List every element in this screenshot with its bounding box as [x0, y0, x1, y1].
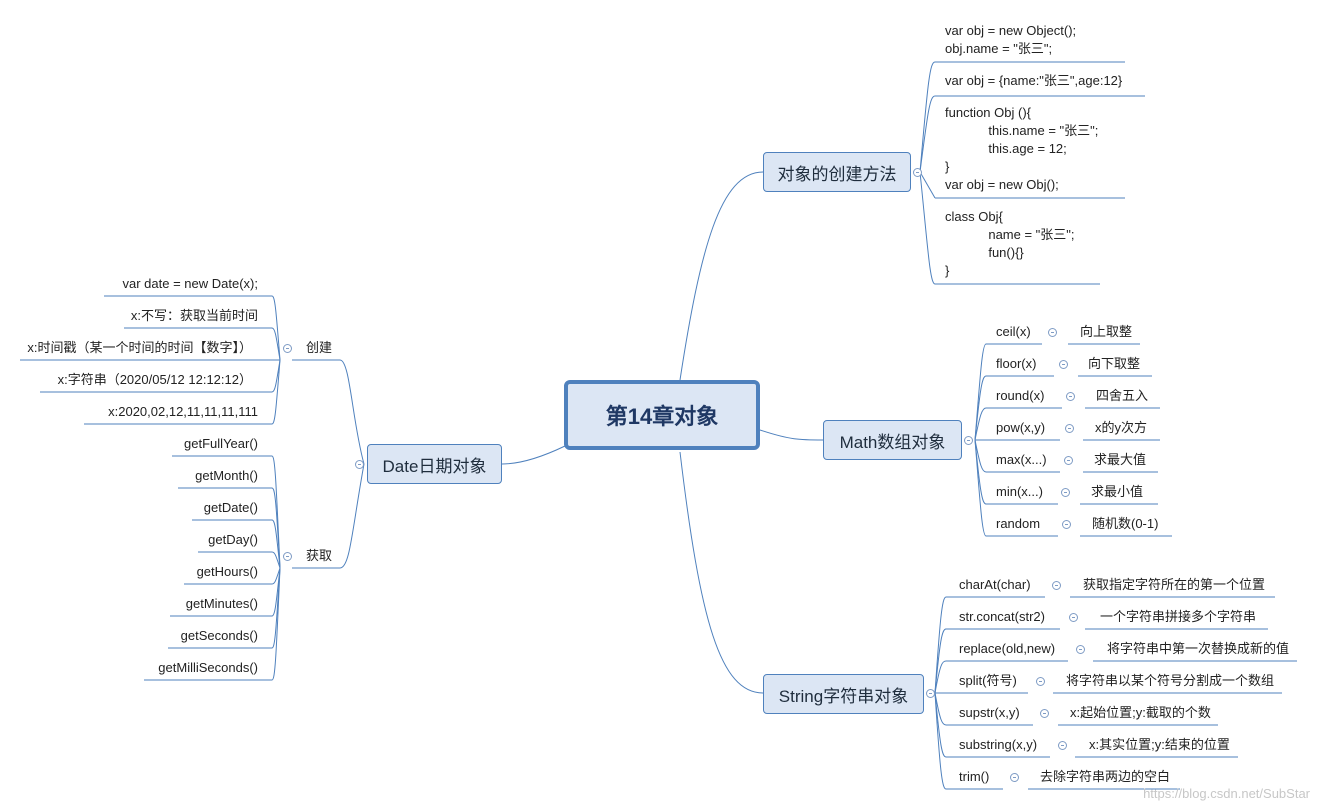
collapse-toggle-icon[interactable] — [1061, 488, 1070, 497]
string-desc: x:起始位置;y:截取的个数 — [1070, 705, 1211, 720]
collapse-toggle-icon[interactable] — [1040, 709, 1049, 718]
collapse-toggle-icon[interactable] — [1059, 360, 1068, 369]
collapse-toggle-icon[interactable] — [1062, 520, 1071, 529]
math-method: min(x...) — [996, 484, 1043, 499]
collapse-toggle-icon[interactable] — [1065, 424, 1074, 433]
string-desc: 获取指定字符所在的第一个位置 — [1083, 577, 1266, 592]
collapse-toggle-icon[interactable] — [355, 460, 364, 469]
math-method: floor(x) — [996, 356, 1037, 371]
math-method: round(x) — [996, 388, 1045, 403]
topic-math[interactable]: Math数组对象 — [823, 420, 962, 460]
math-desc: x的y次方 — [1095, 420, 1148, 435]
create-item-2: var obj = {name:"张三",age:12} — [945, 73, 1123, 88]
date-get-method: getMonth() — [195, 468, 258, 483]
date-get-method: getDay() — [208, 532, 258, 547]
string-method: substring(x,y) — [959, 737, 1038, 752]
create-item-1: var obj = new Object(); obj.name = "张三"; — [945, 23, 1077, 56]
math-method: max(x...) — [996, 452, 1047, 467]
date-get-method: getMinutes() — [185, 596, 258, 611]
collapse-toggle-icon[interactable] — [283, 552, 292, 561]
date-create-item: x:字符串（2020/05/12 12:12:12） — [57, 372, 252, 387]
date-get-label: 获取 — [306, 548, 333, 563]
string-desc: 将字符串中第一次替换成新的值 — [1107, 641, 1290, 656]
math-desc: 四舍五入 — [1096, 388, 1149, 403]
date-create-item: x:2020,02,12,11,11,11,111 — [108, 404, 258, 419]
string-method: replace(old,new) — [959, 641, 1056, 656]
math-method: ceil(x) — [996, 324, 1031, 339]
topic-date[interactable]: Date日期对象 — [367, 444, 502, 484]
date-get-method: getFullYear() — [184, 436, 258, 451]
string-desc: 去除字符串两边的空白 — [1040, 769, 1171, 784]
math-desc: 求最大值 — [1094, 452, 1147, 467]
string-method: trim() — [959, 769, 990, 784]
collapse-toggle-icon[interactable] — [1064, 456, 1073, 465]
collapse-toggle-icon[interactable] — [964, 436, 973, 445]
collapse-toggle-icon[interactable] — [1036, 677, 1045, 686]
date-get-method: getSeconds() — [180, 628, 258, 643]
collapse-toggle-icon[interactable] — [1048, 328, 1057, 337]
math-desc: 求最小值 — [1091, 484, 1144, 499]
collapse-toggle-icon[interactable] — [1076, 645, 1085, 654]
string-desc: 一个字符串拼接多个字符串 — [1100, 609, 1257, 624]
date-get-method: getHours() — [196, 564, 258, 579]
collapse-toggle-icon[interactable] — [913, 168, 922, 177]
topic-object-creation[interactable]: 对象的创建方法 — [763, 152, 911, 192]
string-desc: 将字符串以某个符号分割成一个数组 — [1066, 673, 1275, 688]
math-desc: 向上取整 — [1080, 324, 1133, 339]
collapse-toggle-icon[interactable] — [1058, 741, 1067, 750]
create-item-3: function Obj (){ this.name = "张三"; this.… — [945, 105, 1099, 192]
date-create-item: x:时间戳（某一个时间的时间【数字】） — [27, 340, 252, 355]
string-method: supstr(x,y) — [959, 705, 1020, 720]
string-desc: x:其实位置;y:结束的位置 — [1089, 737, 1230, 752]
date-create-item: x:不写：获取当前时间 — [130, 308, 258, 323]
math-desc: 随机数(0-1) — [1092, 516, 1159, 531]
collapse-toggle-icon[interactable] — [1069, 613, 1078, 622]
date-create-label: 创建 — [306, 340, 333, 355]
date-create-item: var date = new Date(x); — [122, 276, 258, 291]
root-topic[interactable]: 第14章对象 — [564, 380, 760, 450]
math-desc: 向下取整 — [1088, 356, 1141, 371]
math-method: random — [996, 516, 1041, 531]
create-item-4: class Obj{ name = "张三"; fun(){} } — [945, 209, 1075, 278]
collapse-toggle-icon[interactable] — [926, 689, 935, 698]
collapse-toggle-icon[interactable] — [1010, 773, 1019, 782]
math-method: pow(x,y) — [996, 420, 1046, 435]
string-method: split(符号) — [959, 673, 1017, 688]
topic-string[interactable]: String字符串对象 — [763, 674, 924, 714]
watermark: https://blog.csdn.net/SubStar — [1143, 786, 1310, 801]
date-get-method: getMilliSeconds() — [158, 660, 258, 675]
collapse-toggle-icon[interactable] — [1066, 392, 1075, 401]
date-get-method: getDate() — [203, 500, 258, 515]
collapse-toggle-icon[interactable] — [1052, 581, 1061, 590]
string-method: str.concat(str2) — [959, 609, 1045, 624]
string-method: charAt(char) — [959, 577, 1031, 592]
collapse-toggle-icon[interactable] — [283, 344, 292, 353]
